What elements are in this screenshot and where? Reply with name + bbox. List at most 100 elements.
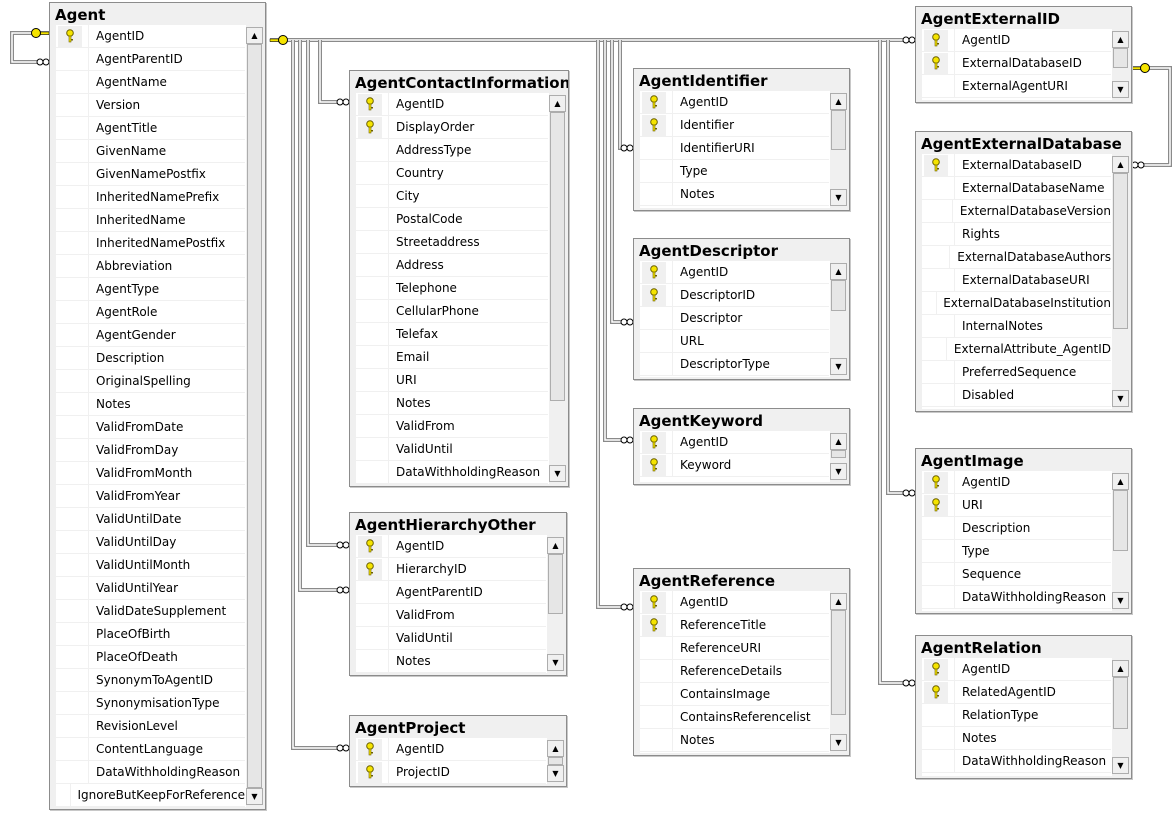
column-row[interactable]: Notes [640,728,829,752]
column-row[interactable]: ContainsReferencelist [640,705,829,729]
column-row[interactable]: ValidFrom [356,603,546,627]
scrollbar[interactable]: ▲▼ [1112,154,1129,409]
scroll-thumb[interactable] [550,112,565,402]
scroll-thumb[interactable] [548,757,563,765]
scrollbar[interactable]: ▲▼ [549,93,566,484]
relationship-line[interactable] [611,40,633,323]
column-row[interactable]: ValidUntilYear [56,576,245,600]
column-row[interactable]: PreferredSequence [922,360,1111,384]
column-row[interactable]: ExternalDatabaseInstitution [922,291,1111,315]
scroll-thumb[interactable] [1113,48,1128,68]
column-row[interactable]: InheritedNamePrefix [56,185,245,209]
scroll-down-arrow-icon[interactable]: ▼ [246,788,263,805]
scroll-thumb[interactable] [1113,677,1128,729]
column-row[interactable]: ExternalAgentURI [922,74,1111,98]
scrollbar[interactable]: ▲▼ [830,431,847,482]
scroll-down-arrow-icon[interactable]: ▼ [1112,390,1129,407]
relationship-line[interactable] [318,40,349,104]
scrollbar[interactable]: ▲▼ [1112,658,1129,776]
scroll-down-arrow-icon[interactable]: ▼ [830,463,847,480]
column-row[interactable]: ReferenceDetails [640,659,829,683]
column-row[interactable]: ValidFromDate [56,415,245,439]
scroll-down-arrow-icon[interactable]: ▼ [1112,592,1129,609]
column-row[interactable]: ValidUntilDate [56,507,245,531]
column-row[interactable]: AgentType [56,277,245,301]
scrollbar[interactable]: ▲▼ [830,261,847,377]
scroll-down-arrow-icon[interactable]: ▼ [1112,757,1129,774]
scroll-up-arrow-icon[interactable]: ▲ [830,433,847,450]
column-row[interactable]: DescriptorType [640,352,829,376]
column-row[interactable]: PostalCode [356,207,548,231]
table-title[interactable]: AgentExternalID [921,10,1061,28]
column-row[interactable]: AgentID [640,591,829,614]
column-row[interactable]: ValidUntilDay [56,530,245,554]
relationship-line[interactable] [11,32,49,63]
scrollbar[interactable]: ▲▼ [246,25,263,807]
column-row[interactable]: Notes [356,649,546,673]
column-row[interactable]: AgentID [922,29,1111,52]
scroll-up-arrow-icon[interactable]: ▲ [547,740,564,757]
column-row[interactable]: URL [640,329,829,353]
column-row[interactable]: URI [922,493,1111,517]
column-row[interactable]: ReferenceURI [640,636,829,660]
column-row[interactable]: HierarchyID [356,557,546,581]
scroll-up-arrow-icon[interactable]: ▲ [830,593,847,610]
relationship-line[interactable] [879,40,915,684]
column-row[interactable]: SynonymToAgentID [56,668,245,692]
scrollbar[interactable]: ▲▼ [547,535,564,673]
table-title[interactable]: AgentContactInformation [355,74,568,92]
table-title[interactable]: AgentImage [921,452,1024,470]
column-row[interactable]: Abbreviation [56,254,245,278]
column-row[interactable]: AgentGender [56,323,245,347]
table-title[interactable]: AgentRelation [921,639,1042,657]
table-title[interactable]: AgentHierarchyOther [355,516,536,534]
column-row[interactable]: ExternalDatabaseAuthors [922,245,1111,269]
scroll-up-arrow-icon[interactable]: ▲ [246,27,263,44]
scroll-thumb[interactable] [831,610,846,716]
column-row[interactable]: ValidFrom [356,414,548,438]
column-row[interactable]: Notes [640,182,829,206]
table-title[interactable]: AgentProject [355,719,466,737]
column-row[interactable]: AgentID [640,91,829,114]
column-row[interactable]: PlaceOfDeath [56,645,245,669]
column-row[interactable]: ValidFromDay [56,438,245,462]
column-row[interactable]: ProjectID [356,760,546,784]
column-row[interactable]: Descriptor [640,306,829,330]
column-row[interactable]: IdentifierURI [640,136,829,160]
column-row[interactable]: Telefax [356,322,548,346]
column-row[interactable]: DescriptorID [640,283,829,307]
column-row[interactable]: URI [356,368,548,392]
scroll-thumb[interactable] [548,554,563,614]
column-row[interactable]: Type [922,539,1111,563]
column-row[interactable]: AgentID [56,25,245,48]
column-row[interactable]: DataWithholdingReason [922,585,1111,609]
column-row[interactable]: OriginalSpelling [56,369,245,393]
column-row[interactable]: DataWithholdingReason [356,460,548,484]
column-row[interactable]: Description [922,516,1111,540]
column-row[interactable]: AddressType [356,138,548,162]
scroll-up-arrow-icon[interactable]: ▲ [547,537,564,554]
column-row[interactable]: AgentID [356,93,548,116]
table-title[interactable]: AgentKeyword [639,412,763,430]
scroll-up-arrow-icon[interactable]: ▲ [1112,473,1129,490]
column-row[interactable]: ValidFromYear [56,484,245,508]
column-row[interactable]: AgentParentID [356,580,546,604]
column-row[interactable]: RevisionLevel [56,714,245,738]
relationship-line[interactable] [299,40,349,591]
column-row[interactable]: AgentParentID [56,47,245,71]
relationship-line[interactable] [878,40,915,685]
scroll-up-arrow-icon[interactable]: ▲ [1112,31,1129,48]
column-row[interactable]: AgentID [356,738,546,761]
scroll-thumb[interactable] [1113,490,1128,552]
column-row[interactable]: Country [356,161,548,185]
relationship-line[interactable] [292,40,349,749]
column-row[interactable]: AgentID [640,261,829,284]
scrollbar[interactable]: ▲▼ [547,738,564,784]
column-row[interactable]: AgentID [922,471,1111,494]
